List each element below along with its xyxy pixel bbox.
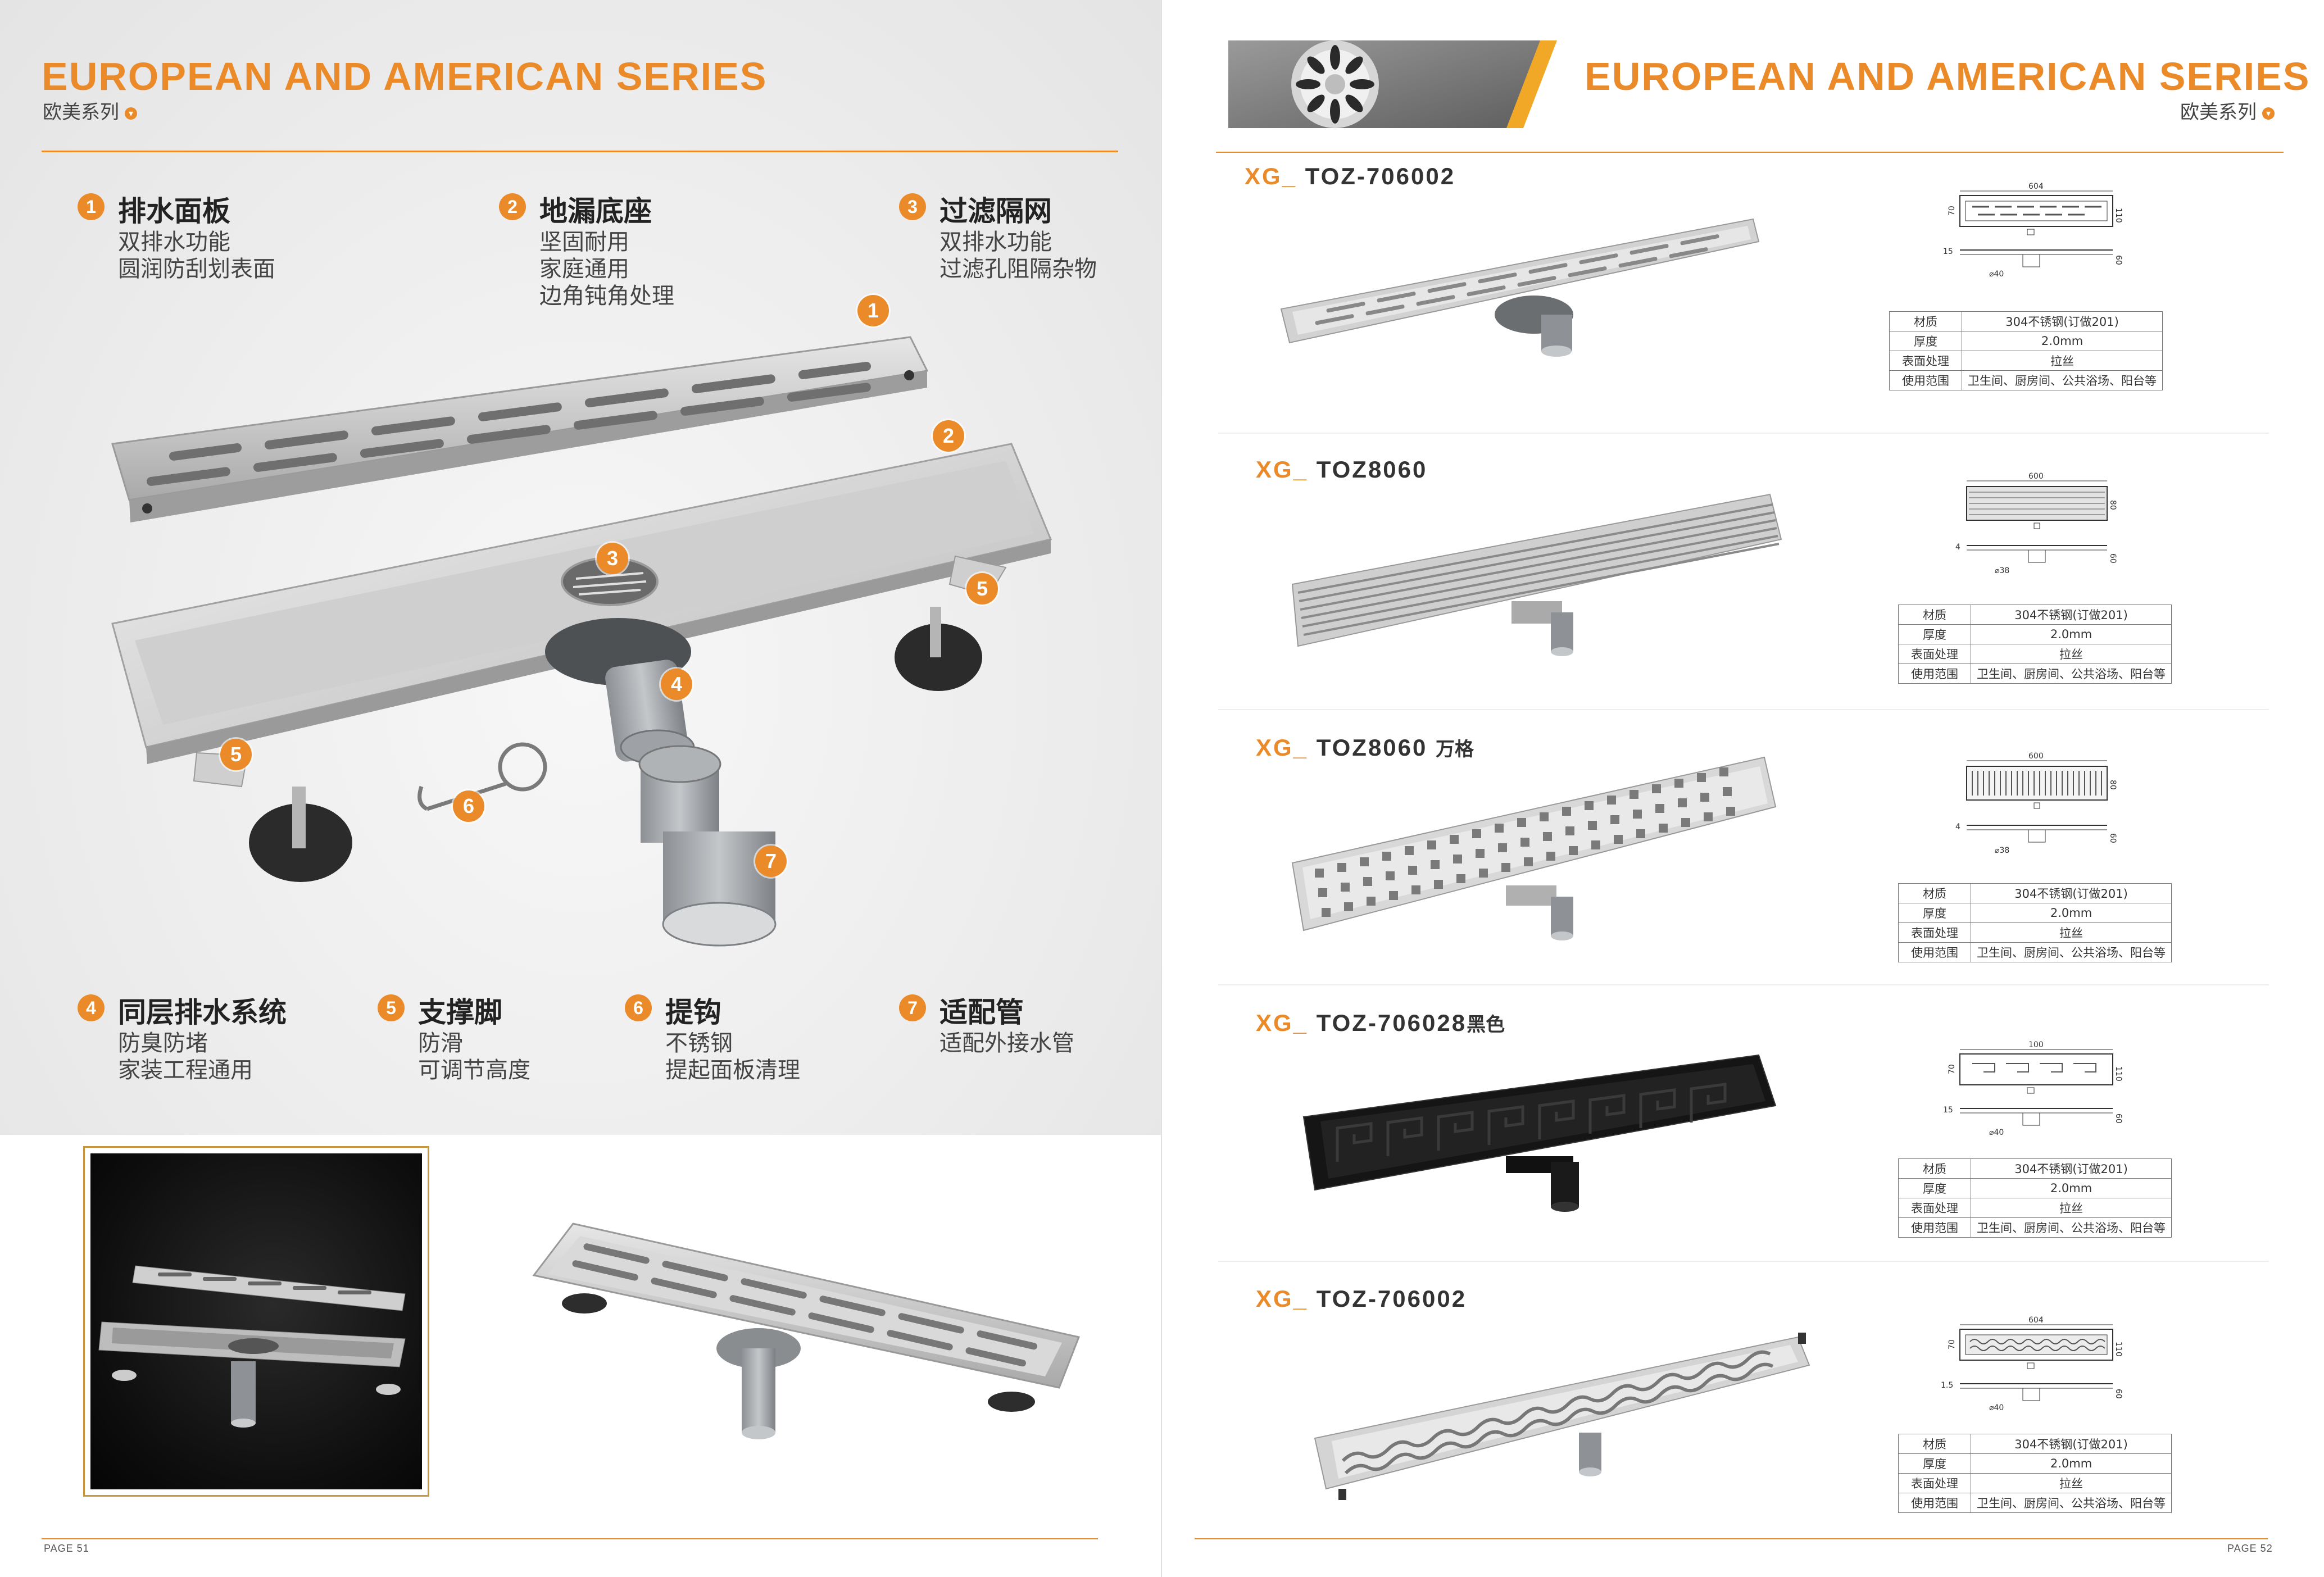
header-banner-image [1228, 40, 1557, 128]
product-3-diagram: 600 80 4 60 ⌀38 [1955, 752, 2117, 855]
svg-text:⌀40: ⌀40 [1989, 270, 2004, 279]
svg-text:60: 60 [2108, 833, 2117, 843]
svg-text:110: 110 [2114, 208, 2123, 223]
svg-text:4: 4 [1955, 822, 1960, 831]
svg-text:60: 60 [2114, 1389, 2123, 1399]
svg-text:⌀38: ⌀38 [1995, 566, 2009, 575]
svg-text:70: 70 [1948, 1339, 1957, 1349]
product-4-diagram: 100 70 110 15 60 ⌀40 [1943, 1040, 2123, 1137]
header-rule-right [1216, 152, 2284, 153]
product-4-image [1302, 1054, 1777, 1212]
callout-7: 7 [755, 846, 787, 877]
svg-text:80: 80 [2108, 780, 2117, 790]
svg-text:15: 15 [1943, 247, 1953, 256]
svg-text:600: 600 [2028, 752, 2044, 761]
row-separator-3 [1218, 984, 2269, 985]
assembled-drain-photo [98, 1265, 406, 1428]
callout-1: 1 [857, 295, 889, 326]
drain-base-shape [111, 443, 1052, 765]
series-title-right: EUROPEAN AND AMERICAN SERIES [1585, 54, 2311, 98]
adapter-pipe-shape [638, 745, 777, 947]
callout-5-right: 5 [966, 573, 998, 605]
svg-text:1.5: 1.5 [1941, 1381, 1953, 1390]
svg-text:⌀40: ⌀40 [1989, 1403, 2004, 1412]
product-2-image [1291, 493, 1782, 656]
callout-2: 2 [933, 420, 964, 452]
product-3-model: XG_ TOZ8060 万格 [1256, 734, 1474, 761]
svg-text:110: 110 [2114, 1342, 2123, 1357]
exploded-drain-illustration [111, 336, 1052, 947]
product-2-model: XG_ TOZ8060 [1256, 456, 1428, 483]
footer-rule-right [1195, 1538, 2268, 1539]
header-rule-left [42, 151, 1118, 152]
callout-3: 3 [597, 543, 628, 574]
product-2-diagram: 600 80 4 60 ⌀38 [1955, 472, 2117, 575]
product-5-diagram: 604 70 110 1.5 60 ⌀40 [1941, 1316, 2123, 1412]
svg-text:⌀38: ⌀38 [1995, 846, 2009, 855]
product-photo-dark [90, 1153, 422, 1489]
product-4-model: XG_ TOZ-706028黑色 [1256, 1010, 1505, 1036]
svg-text:60: 60 [2114, 1114, 2123, 1124]
drain-panel-shape [111, 336, 929, 522]
svg-text:100: 100 [2028, 1040, 2044, 1049]
svg-text:110: 110 [2114, 1066, 2123, 1081]
svg-text:4: 4 [1955, 543, 1960, 552]
svg-text:604: 604 [2028, 182, 2044, 191]
svg-text:⌀40: ⌀40 [1989, 1128, 2004, 1137]
svg-text:80: 80 [2108, 500, 2117, 510]
row-separator-1 [1218, 433, 2269, 434]
product-1-diagram: 604 70 110 15 60 ⌀40 [1943, 182, 2123, 279]
arrow-down-icon: ▾ [2262, 107, 2275, 120]
series-subtitle-left: 欧美系列▾ [43, 97, 137, 124]
svg-text:15: 15 [1943, 1106, 1953, 1115]
svg-text:600: 600 [2028, 472, 2044, 481]
product-photo-frame [83, 1146, 429, 1497]
product-5-image [1314, 1333, 1810, 1500]
footer-rule-left [42, 1538, 1098, 1539]
svg-text:60: 60 [2114, 255, 2123, 265]
svg-text:604: 604 [2028, 1316, 2044, 1325]
svg-text:60: 60 [2108, 553, 2117, 563]
callout-6: 6 [453, 790, 484, 822]
product-5-model: XG_ TOZ-706002 [1256, 1285, 1467, 1312]
series-title-left: EUROPEAN AND AMERICAN SERIES [42, 54, 768, 98]
assembled-drain-illustration [532, 1222, 1081, 1439]
arrow-down-icon: ▾ [125, 107, 137, 120]
product-1-image [1280, 218, 1760, 357]
page-number-left: PAGE 51 [44, 1543, 89, 1554]
page-number-right: PAGE 52 [2227, 1543, 2273, 1554]
support-foot-left [193, 752, 352, 882]
svg-text:70: 70 [1948, 206, 1957, 216]
callout-4: 4 [661, 669, 692, 700]
row-separator-4 [1218, 1261, 2269, 1262]
product-3-image [1291, 756, 1777, 940]
product-1-model: XG_ TOZ-706002 [1245, 163, 1456, 189]
series-subtitle-right: 欧美系列▾ [2180, 97, 2275, 124]
left-page: EUROPEAN AND AMERICAN SERIES 欧美系列▾ 1 排水面… [0, 0, 1162, 1554]
svg-text:70: 70 [1948, 1064, 1957, 1074]
row-separator-2 [1218, 709, 2269, 710]
callout-5-left: 5 [220, 739, 252, 770]
